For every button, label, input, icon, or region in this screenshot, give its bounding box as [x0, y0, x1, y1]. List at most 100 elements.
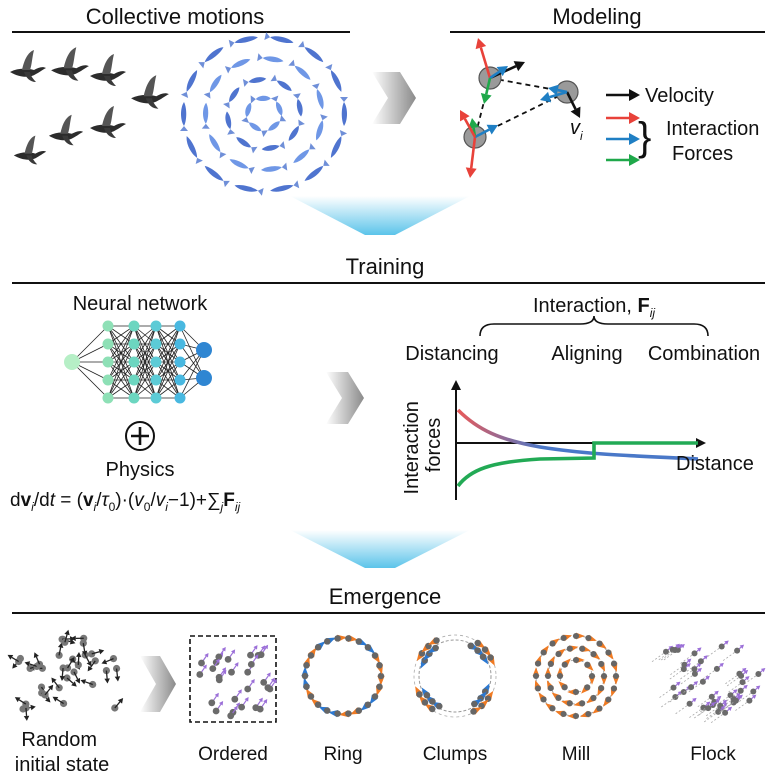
clump-agent: [416, 691, 423, 698]
flock-agent: [686, 700, 693, 707]
ordered-agent: [264, 684, 272, 692]
fish-tail: [242, 79, 249, 87]
nn-connection: [155, 325, 181, 381]
flock-trail: [702, 668, 718, 680]
mill-agent: [610, 660, 618, 667]
fish-tail: [241, 117, 250, 124]
clumps-track: [418, 639, 492, 713]
flock-agent: [691, 650, 698, 657]
clump-agent: [470, 708, 477, 715]
fish-body: [275, 101, 283, 116]
ordered-agent-velocity-head: [263, 699, 268, 704]
mill-agent: [532, 672, 540, 680]
mill-agent: [598, 685, 605, 692]
legend-force-arrow-head: [629, 111, 640, 125]
fish-body: [181, 102, 187, 126]
flock-agent-velocity-head: [714, 690, 719, 695]
nn-connection: [155, 325, 181, 363]
flock-agent: [715, 708, 722, 715]
force-arrow: [474, 128, 490, 139]
random-agent-velocity: [44, 688, 51, 696]
ordered-agent: [257, 651, 265, 659]
flock-agent-velocity-head: [710, 702, 716, 707]
ring-agent: [307, 693, 315, 700]
bird-icon: [10, 50, 46, 82]
fish-tail: [281, 162, 288, 171]
mill-agent: [605, 649, 612, 656]
fish-tail: [257, 187, 264, 196]
fish-tail: [195, 157, 203, 165]
flock-agent-velocity-head: [686, 663, 691, 668]
fish-body: [270, 36, 294, 44]
fish-body: [330, 136, 342, 158]
mill-agent: [547, 660, 554, 667]
mill-agent: [585, 710, 592, 718]
bird-wing: [102, 106, 114, 126]
nn-node: [102, 356, 114, 368]
modeling-legend: Velocity } Interaction Forces: [606, 85, 759, 167]
random-agent-velocity: [82, 643, 86, 652]
fish-tail: [201, 123, 210, 129]
bird-body: [131, 93, 169, 104]
random-agent-velocity: [53, 681, 60, 689]
mill-agent: [549, 705, 556, 712]
random-agent-velocity-head: [7, 654, 14, 660]
flock-trail: [721, 700, 737, 711]
mill-agent: [547, 685, 554, 692]
nn-node: [174, 392, 186, 404]
flock-trail: [680, 668, 695, 680]
nn-connection: [133, 325, 157, 381]
fish-tail: [257, 53, 263, 62]
velocity-arrow: [565, 91, 577, 110]
fish-body: [262, 56, 284, 63]
interaction-title: Interaction, Fij: [533, 295, 655, 320]
flock-trail: [728, 681, 743, 693]
flock-trail: [669, 691, 684, 703]
fish-tail: [311, 83, 320, 90]
mill-agent: [555, 694, 562, 701]
flock-trail: [676, 686, 692, 698]
random-agent-velocity-head: [114, 676, 121, 682]
legend-velocity-label: Velocity: [645, 85, 714, 107]
nn-connection: [155, 343, 181, 399]
mill-agent: [596, 640, 603, 647]
fish-body: [293, 149, 310, 163]
random-initial-state-panel: [7, 629, 124, 721]
nn-node: [150, 338, 162, 350]
nn-connection: [133, 343, 157, 399]
force-arrow-head: [460, 110, 470, 122]
mill-agent: [540, 649, 547, 656]
bird-icon: [48, 114, 84, 146]
nn-connection: [107, 325, 135, 381]
ring-agent: [314, 644, 322, 651]
mill-panel: [532, 632, 620, 720]
ordered-agent: [244, 685, 252, 693]
velocity-arrow-head: [513, 61, 525, 72]
flock-trail: [707, 646, 722, 657]
fish-icon: [209, 134, 227, 159]
bird-wing: [145, 98, 159, 109]
nn-node: [150, 356, 162, 368]
modeling-diagram: vi: [460, 38, 583, 178]
mill-agent: [584, 684, 591, 691]
bird-body: [10, 67, 46, 77]
fish-tail: [228, 39, 235, 48]
fish-icon: [186, 136, 203, 165]
nn-node: [196, 370, 212, 386]
ordered-agent-velocity-head: [266, 672, 271, 677]
ordered-agent-velocity-head: [231, 649, 236, 654]
flock-agent: [708, 693, 715, 700]
clump-agent: [423, 692, 431, 699]
random-agent-velocity-head: [75, 677, 81, 684]
flock-agent-velocity-head: [697, 667, 702, 673]
flow-funnel-to-training: [290, 196, 470, 235]
fish-tail: [339, 129, 348, 137]
fish-body: [186, 70, 198, 92]
random-agent-velocity-head: [104, 678, 110, 684]
fish-body: [209, 74, 222, 93]
clump-agent: [474, 639, 481, 647]
random-agent-velocity-head: [69, 656, 75, 663]
flock-agent: [691, 666, 698, 672]
fish-body: [204, 47, 224, 63]
bird-wing: [143, 75, 157, 97]
